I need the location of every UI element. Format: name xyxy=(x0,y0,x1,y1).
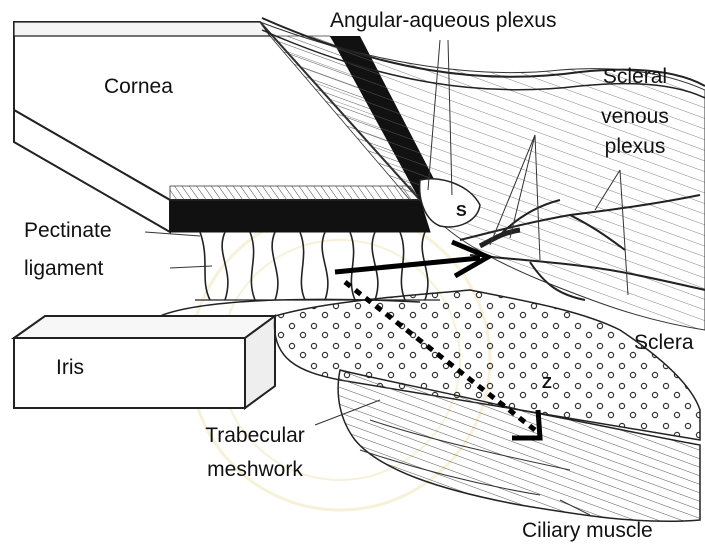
label-angular-aqueous-plexus: Angular-aqueous plexus xyxy=(330,8,557,34)
solid-arrow xyxy=(335,242,488,276)
label-sclera: Sclera xyxy=(634,330,694,356)
label-iris: Iris xyxy=(56,355,84,381)
label-scleral-venous-plexus-line3: plexus xyxy=(590,134,680,160)
letter-s: S xyxy=(456,203,467,220)
label-scleral-venous-plexus-line2: venous xyxy=(590,104,680,130)
label-pectinate-ligament-line1: Pectinate xyxy=(24,218,112,244)
letter-z: Z xyxy=(542,375,552,392)
label-scleral-venous-plexus-line1: Scleral xyxy=(590,64,680,90)
label-pectinate-ligament-line2: ligament xyxy=(24,256,103,282)
label-cornea: Cornea xyxy=(104,74,173,100)
label-ciliary-muscle: Ciliary muscle xyxy=(522,518,653,544)
label-trabecular-meshwork-line2: meshwork xyxy=(185,457,325,483)
label-trabecular-meshwork-line1: Trabecular xyxy=(185,423,325,449)
